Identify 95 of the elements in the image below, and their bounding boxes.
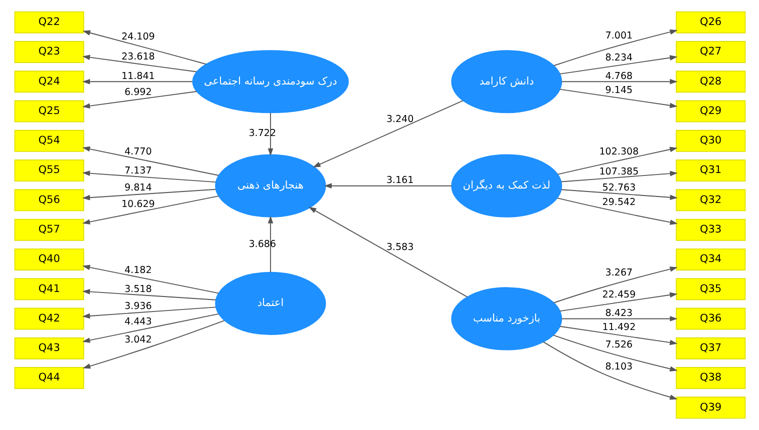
node-box: Q32 bbox=[675, 189, 746, 212]
arrow bbox=[560, 189, 678, 200]
node-box: Q27 bbox=[675, 41, 746, 63]
node-box: Q24 bbox=[14, 70, 84, 93]
edge-label: 6.992 bbox=[124, 87, 152, 98]
arrow bbox=[82, 146, 218, 176]
arrow bbox=[552, 29, 678, 66]
node-box: Q56 bbox=[14, 189, 84, 212]
edge-label: 23.618 bbox=[120, 52, 154, 63]
edge-label: 29.542 bbox=[602, 196, 636, 208]
arrow bbox=[552, 334, 678, 372]
arrow bbox=[82, 196, 218, 224]
edge-label: 3.267 bbox=[604, 268, 632, 279]
arrow bbox=[560, 316, 678, 322]
edge-label: 10.629 bbox=[120, 198, 154, 210]
node-box: Q38 bbox=[675, 367, 746, 389]
edge-label: 3.583 bbox=[386, 242, 414, 253]
arrow bbox=[82, 264, 218, 294]
node-box: Q30 bbox=[675, 130, 746, 152]
node-box: Q22 bbox=[14, 11, 84, 34]
arrow bbox=[558, 292, 677, 312]
arrow bbox=[556, 198, 678, 225]
edge-label: 3.936 bbox=[124, 301, 152, 312]
arrow bbox=[82, 170, 216, 183]
node-box: Q54 bbox=[14, 130, 84, 152]
node-box: Q35 bbox=[675, 278, 746, 300]
edge-label: 107.385 bbox=[598, 166, 638, 178]
arrow bbox=[560, 78, 678, 84]
edge-label: 24.109 bbox=[120, 32, 154, 43]
edge-label: 4.443 bbox=[124, 316, 152, 328]
arrow bbox=[82, 188, 216, 200]
arrow bbox=[82, 54, 196, 72]
edge-label: 52.763 bbox=[602, 182, 636, 194]
edge-label: 9.145 bbox=[604, 85, 632, 96]
arrow bbox=[82, 313, 218, 343]
edge-label: 22.459 bbox=[602, 290, 636, 301]
arrow bbox=[558, 55, 677, 74]
edge-label: 102.308 bbox=[598, 146, 638, 158]
edge-label: 8.234 bbox=[604, 52, 632, 64]
node-box: Q34 bbox=[675, 248, 746, 270]
node-ellipse: بازخورد مناسب bbox=[450, 287, 562, 350]
arrow bbox=[267, 216, 273, 273]
node-box: Q28 bbox=[675, 70, 746, 93]
edge-label: 3.042 bbox=[124, 334, 152, 346]
node-box: Q36 bbox=[675, 308, 746, 330]
arrow bbox=[82, 289, 216, 300]
node-ellipse: هنجارهای ذهنی bbox=[214, 154, 326, 218]
node-box: Q44 bbox=[14, 367, 84, 389]
edge-label: 3.240 bbox=[386, 114, 414, 125]
node-ellipse: درک سودمندی رسانه اجتماعی bbox=[192, 50, 348, 114]
edge-label: 8.103 bbox=[604, 361, 632, 372]
node-box: Q25 bbox=[14, 100, 84, 122]
node-ellipse: لذت کمک به دیگران bbox=[450, 154, 562, 218]
arrow bbox=[558, 88, 677, 108]
edge-label: 8.423 bbox=[604, 308, 632, 319]
node-box: Q41 bbox=[14, 278, 84, 300]
edge-label: 4.770 bbox=[124, 146, 152, 158]
edge-label: 9.814 bbox=[124, 182, 152, 194]
arrow bbox=[82, 91, 196, 109]
arrow bbox=[308, 206, 468, 298]
arrow bbox=[552, 266, 678, 304]
node-box: Q42 bbox=[14, 308, 84, 330]
node-box: Q26 bbox=[675, 11, 746, 34]
edge-label: 4.182 bbox=[124, 264, 152, 276]
node-box: Q43 bbox=[14, 337, 84, 360]
arrow bbox=[556, 146, 678, 175]
node-ellipse: اعتماد bbox=[214, 272, 326, 335]
node-box: Q29 bbox=[675, 100, 746, 122]
edge-label: 3.518 bbox=[124, 284, 152, 295]
arrow bbox=[542, 341, 678, 400]
arrow bbox=[82, 306, 216, 319]
edge-label: 7.001 bbox=[604, 30, 632, 42]
arrow bbox=[82, 320, 224, 369]
node-box: Q23 bbox=[14, 41, 84, 63]
node-box: Q55 bbox=[14, 160, 84, 182]
arrow bbox=[324, 183, 452, 189]
node-box: Q57 bbox=[14, 218, 84, 241]
node-box: Q37 bbox=[675, 337, 746, 360]
edge-label: 4.768 bbox=[604, 70, 632, 82]
arrow bbox=[312, 100, 463, 168]
node-box: Q39 bbox=[675, 396, 746, 419]
edge-label: 7.137 bbox=[124, 165, 152, 176]
node-box: Q40 bbox=[14, 248, 84, 270]
node-ellipse: دانش کارامد bbox=[450, 50, 562, 114]
node-box: Q31 bbox=[675, 160, 746, 182]
edge-label: 11.841 bbox=[120, 70, 154, 82]
arrow bbox=[558, 326, 677, 346]
arrow bbox=[82, 30, 206, 65]
node-box: Q33 bbox=[675, 218, 746, 241]
arrow bbox=[82, 78, 192, 84]
edge-label: 3.161 bbox=[386, 174, 414, 186]
edge-label: 7.526 bbox=[604, 339, 632, 350]
edge-label: 11.492 bbox=[602, 322, 636, 334]
arrow bbox=[560, 170, 678, 182]
arrow bbox=[267, 112, 273, 156]
